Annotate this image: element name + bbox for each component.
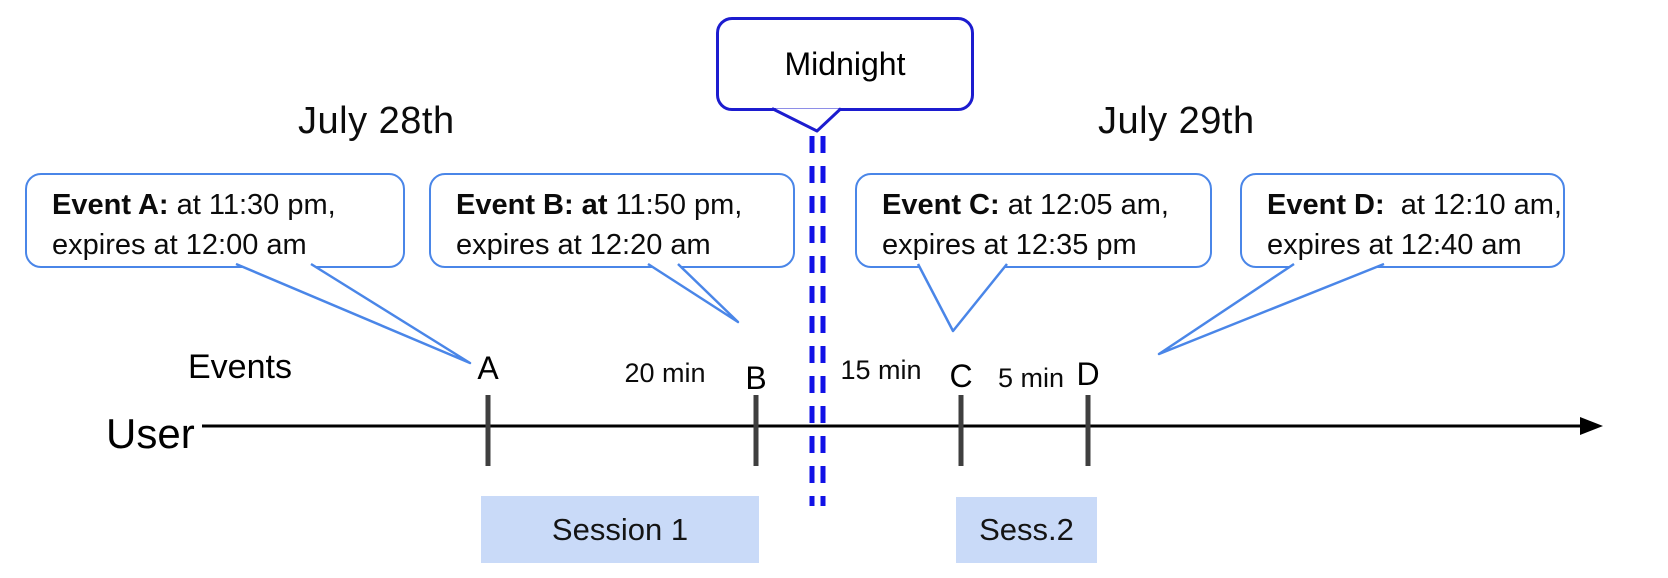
- event-a-title: Event A:: [52, 189, 169, 221]
- session-1-label: Session 1: [551, 511, 689, 547]
- event-d-time: at 12:10 am,: [1384, 189, 1562, 221]
- event-c-line2: expires at 12:35 pm: [882, 229, 1137, 261]
- interval-15min-label: 15 min: [840, 355, 922, 385]
- event-b-callout: Event B: at 11:50 pm, expires at 12:20 a…: [429, 173, 795, 268]
- events-row-label: Events: [188, 348, 292, 386]
- tick-label-b: B: [745, 360, 767, 396]
- user-axis-label: User: [106, 410, 195, 457]
- date-heading-july-28: July 28th: [298, 100, 455, 142]
- event-c-title: Event C:: [882, 189, 1000, 221]
- tick-label-d: D: [1076, 356, 1100, 392]
- event-d-line1: Event D: at 12:10 am,: [1267, 185, 1562, 225]
- timeline-arrowhead-icon: [1580, 417, 1603, 435]
- event-d-callout: Event D: at 12:10 am, expires at 12:40 a…: [1240, 173, 1565, 268]
- tick-label-a: A: [477, 350, 499, 386]
- event-b-time: 11:50 pm,: [607, 189, 743, 221]
- event-a-time: at 11:30 pm,: [168, 189, 336, 221]
- session-2-box: Sess.2: [956, 497, 1097, 563]
- event-c-callout: Event C: at 12:05 am, expires at 12:35 p…: [855, 173, 1212, 268]
- event-b-line1: Event B: at 11:50 pm,: [456, 185, 779, 225]
- event-a-line1: Event A: at 11:30 pm,: [52, 185, 389, 225]
- event-a-line2: expires at 12:00 am: [52, 229, 307, 261]
- session-1-box: Session 1: [481, 496, 759, 563]
- event-c-callout-tail: [916, 263, 1008, 333]
- interval-5min-label: 5 min: [997, 363, 1065, 393]
- event-b-callout-tail: [647, 262, 740, 324]
- midnight-callout: Midnight: [716, 17, 974, 111]
- event-b-title: Event B: at: [456, 189, 608, 221]
- event-d-callout-tail: [1157, 262, 1385, 356]
- midnight-label: Midnight: [784, 45, 906, 82]
- date-heading-july-29: July 29th: [1098, 100, 1255, 142]
- event-c-line1: Event C: at 12:05 am,: [882, 185, 1196, 225]
- session-2-label: Sess.2: [979, 512, 1074, 547]
- event-a-callout: Event A: at 11:30 pm, expires at 12:00 a…: [25, 173, 405, 268]
- event-b-line2: expires at 12:20 am: [456, 229, 711, 261]
- event-d-title: Event D:: [1267, 189, 1385, 221]
- event-c-time: at 12:05 am,: [999, 189, 1169, 221]
- interval-20min-label: 20 min: [624, 358, 706, 388]
- tick-label-c: C: [949, 358, 973, 394]
- midnight-callout-tail: [771, 107, 843, 133]
- event-d-line2: expires at 12:40 am: [1267, 229, 1522, 261]
